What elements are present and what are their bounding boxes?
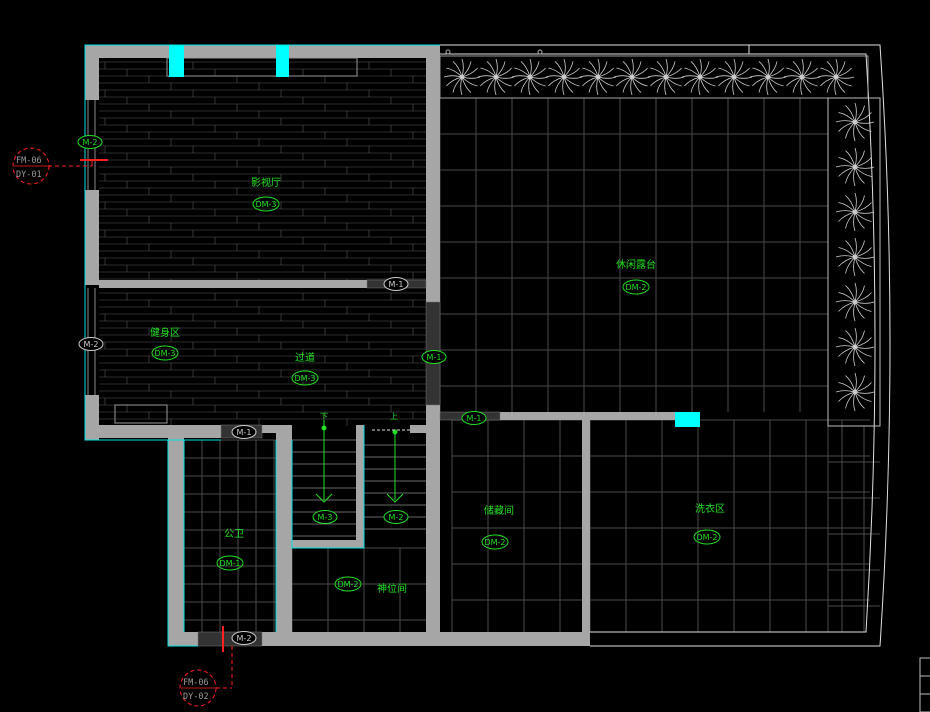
door-tag-ellipse (312, 510, 338, 524)
plant-icon (783, 58, 821, 96)
legend-box-fragment (919, 657, 930, 712)
elevation-ref-top: FM-06 (183, 678, 209, 688)
elevation-marker-2[interactable]: FM-06 DY-02 (179, 626, 233, 707)
window-frames (87, 57, 358, 424)
door-tag-m2-left-mid[interactable]: M-2 (78, 337, 104, 351)
door-tag-m1-left[interactable]: M-1 (461, 411, 487, 425)
door-tag-label: M-1 (389, 280, 404, 289)
room-laundry[interactable]: 洗衣区 DM-2 (693, 502, 725, 545)
floor-tag-ellipse (291, 370, 319, 386)
room-name-label: 洗衣区 (695, 502, 725, 515)
elevation-marker-1[interactable]: FM-06 DY-01 (12, 147, 108, 185)
room-name-label: 过道 (295, 351, 315, 364)
door-tag-label: M-2 (237, 634, 252, 643)
room-name-label: 公卫 (224, 529, 244, 540)
plant-icon (835, 237, 875, 277)
door-tag-ellipse (77, 135, 103, 149)
elevation-ref-bottom: DY-02 (183, 692, 209, 702)
door-tag-label: M-1 (237, 428, 252, 437)
door-tag-label: M-1 (427, 353, 442, 362)
plant-icon (613, 58, 651, 96)
plant-icon (579, 58, 617, 96)
plant-icon (511, 58, 549, 96)
elevation-ref-bottom: DY-01 (16, 170, 42, 180)
plant-icon (545, 58, 583, 96)
floor-tag-label: DM-2 (696, 533, 717, 542)
floor-tag-ellipse (481, 534, 509, 550)
door-tag-m3-stair[interactable]: M-3 (312, 510, 338, 524)
floor-tag-label: DM-3 (255, 200, 276, 209)
door-tag-ellipse (231, 425, 257, 439)
floor-tag-label: DM-2 (625, 283, 646, 292)
floor-tag-label: DM-1 (219, 559, 240, 568)
door-tag-ellipse (231, 631, 257, 645)
elevation-ref-top: FM-06 (16, 156, 42, 166)
room-corridor[interactable]: 过道 DM-3 (291, 351, 319, 386)
plant-icon (749, 58, 787, 96)
floor-tag-ellipse (693, 529, 721, 545)
cyan-outline (84, 44, 440, 647)
room-name-label: 健身区 (150, 326, 180, 339)
door-tag-label: M-2 (83, 138, 98, 147)
door-tag-ellipse (383, 277, 409, 291)
floor-tag-ellipse (622, 279, 650, 295)
stair-up-label: 上 (390, 412, 398, 421)
floor-tag-ellipse (334, 576, 362, 592)
room-fitness[interactable]: 健身区 DM-3 (150, 326, 180, 361)
room-terrace[interactable]: 休闲露台 DM-2 (616, 258, 656, 295)
wood-floor-pattern (99, 61, 426, 426)
plant-icon (835, 192, 875, 232)
plant-icon (835, 327, 875, 367)
door-tag-ellipse (461, 411, 487, 425)
plant-icon (647, 58, 685, 96)
door-tag-label: M-2 (389, 513, 404, 522)
door-tag-label: M-2 (84, 340, 99, 349)
door-tag-label: M-3 (318, 513, 333, 522)
floor-tag-ellipse (252, 196, 280, 212)
door-tag-m2-bottom[interactable]: M-2 (231, 631, 257, 645)
room-name-label: 影视厅 (251, 176, 281, 189)
stair-arrows (315, 420, 404, 503)
plant-icon (835, 102, 875, 142)
walls (85, 45, 675, 646)
terrace-outline (440, 44, 891, 647)
cyan-markers (169, 45, 700, 427)
floor-tag-ellipse (151, 345, 179, 361)
door-tag-label: M-1 (467, 414, 482, 423)
survey-point (445, 49, 451, 55)
floor-tag-ellipse (216, 555, 244, 571)
floor-tag-label: DM-2 (484, 538, 505, 547)
plant-icon (835, 147, 875, 187)
door-tag-ellipse (421, 350, 447, 364)
room-name-label: 储藏间 (484, 504, 514, 517)
floor-tag-label: DM-3 (154, 349, 175, 358)
door-tag-m2-stair[interactable]: M-2 (383, 510, 409, 524)
plant-symbols (443, 58, 875, 412)
room-theater[interactable]: 影视厅 DM-3 (251, 176, 281, 212)
plant-icon (681, 58, 719, 96)
stair-down-label: 下 (320, 412, 328, 421)
room-shrine[interactable]: 神位间 DM-2 (334, 576, 407, 595)
plant-icon (817, 58, 855, 96)
plant-icon (715, 58, 753, 96)
door-tag-ellipse (78, 337, 104, 351)
room-storage[interactable]: 储藏间 DM-2 (481, 504, 514, 550)
plant-icon (835, 372, 875, 412)
plant-icon (477, 58, 515, 96)
floor-tag-label: DM-3 (294, 374, 315, 383)
floor-tag-label: DM-2 (337, 580, 358, 589)
room-name-label: 休闲露台 (616, 258, 656, 271)
door-tag-ellipse (383, 510, 409, 524)
survey-point (537, 49, 543, 55)
door-tag-m1-upper[interactable]: M-1 (383, 277, 409, 291)
room-toilet[interactable]: 公卫 DM-1 (216, 529, 244, 571)
door-tag-m2-left-top[interactable]: M-2 (77, 135, 103, 149)
plant-icon (443, 58, 481, 96)
room-name-label: 神位间 (377, 582, 407, 595)
door-tag-m1-right[interactable]: M-1 (421, 350, 447, 364)
plant-icon (835, 282, 875, 322)
door-tag-m1-bottom[interactable]: M-1 (231, 425, 257, 439)
